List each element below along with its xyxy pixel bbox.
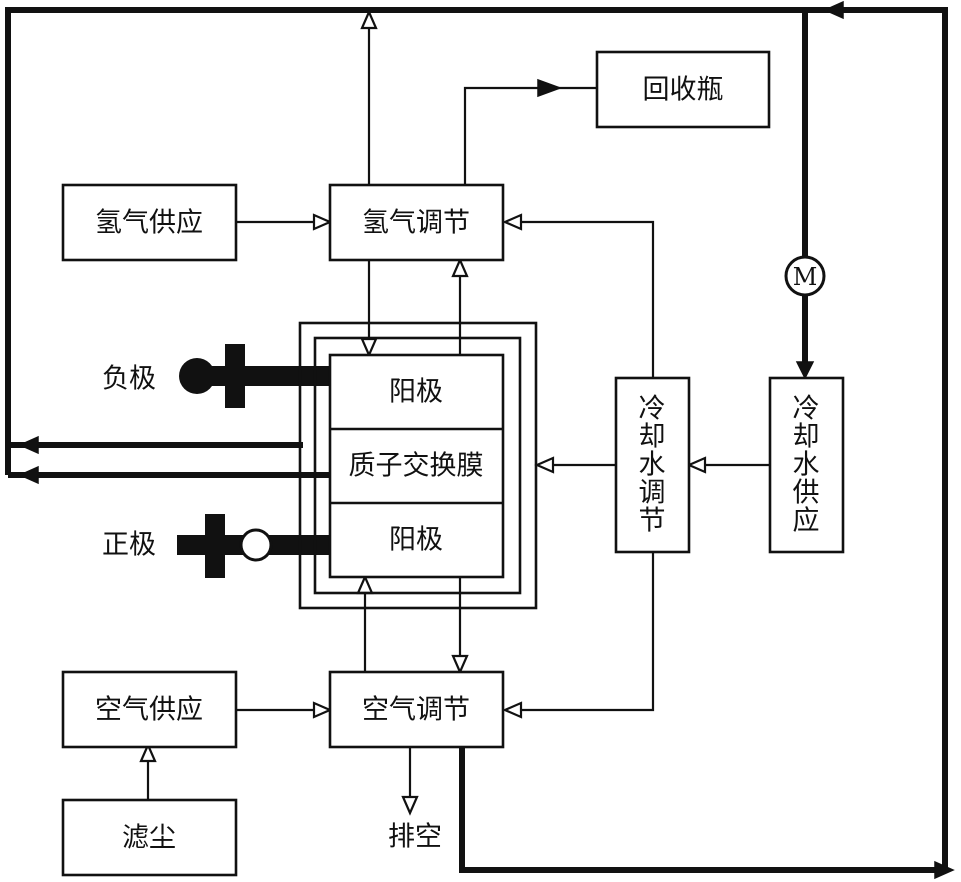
negative-pole-label: 负极: [102, 364, 156, 395]
stack-inner-frame: [313, 336, 522, 595]
cooling-regulation-char-5: 节: [639, 506, 666, 537]
stack-to-h2-arrow: [451, 257, 469, 278]
anode-bottom-label: 阳极: [389, 525, 443, 556]
cooling-to-h2-line: [520, 220, 655, 378]
filter-arrow: [139, 742, 157, 763]
hydrogen-supply-box: 氢气供应: [61, 183, 238, 262]
h2-to-stack-arrow: [360, 337, 378, 358]
recovery-bottle-label: 回收瓶: [643, 75, 724, 106]
cooling-regulation-char-2: 却: [639, 422, 666, 453]
cooling-regulation-char-4: 调: [639, 478, 666, 509]
pem-label: 质子交换膜: [349, 451, 484, 482]
arrow-right-bottom: [934, 860, 955, 880]
pump-circle: [784, 255, 826, 297]
positive-pole-label: 正极: [102, 530, 156, 561]
positive-terminal: [177, 514, 333, 578]
h2-supply-arrow: [312, 213, 333, 231]
cooling-to-air-arrow: [502, 701, 523, 719]
cooling-supply-char-4: 供: [793, 478, 820, 509]
cooling-to-air-line: [520, 552, 655, 712]
arrow-left-top: [823, 0, 844, 20]
exhaust-label: 排空: [388, 822, 442, 853]
air-regulation-label: 空气调节: [362, 695, 470, 726]
cell-stack-body: [328, 353, 505, 579]
recovery-line: [463, 86, 540, 185]
air-supply-arrow: [312, 701, 333, 719]
cooling-supply-char-1: 冷: [793, 394, 820, 425]
h2-vent-arrow: [360, 9, 378, 30]
recovery-bottle-box: 回收瓶: [595, 50, 771, 129]
hydrogen-regulation-label: 氢气调节: [362, 208, 470, 239]
stack-to-air-arrow: [451, 654, 469, 675]
recovery-arrow: [537, 78, 563, 98]
dust-filter-box: 滤尘: [61, 798, 238, 877]
hydrogen-supply-label: 氢气供应: [95, 208, 203, 239]
negative-terminal: [179, 344, 333, 408]
air-to-stack-arrow: [356, 574, 374, 595]
air-supply-label: 空气供应: [95, 695, 203, 726]
cooling-supply-char-5: 应: [793, 506, 820, 537]
cooling-to-stack-arrow: [534, 456, 555, 474]
cooling-supply-box: 冷 却 水 供 应: [768, 376, 845, 554]
exhaust-arrow: [401, 795, 419, 816]
positive-terminal-ring: [239, 528, 273, 562]
arrow-down-to-cooling-supply: [795, 361, 815, 380]
stack-outer-frame: [298, 321, 538, 610]
air-regulation-box: 空气调节: [328, 670, 505, 749]
supply-to-cooling-arrow: [686, 456, 707, 474]
right-loop-line: [805, 7, 948, 870]
air-supply-box: 空气供应: [61, 670, 238, 749]
cell-stack: 阳极 质子交换膜 阳极: [328, 353, 505, 579]
cooling-supply-char-2: 却: [793, 422, 820, 453]
cooling-to-h2-arrow: [502, 213, 523, 231]
pump-label: M: [793, 263, 818, 291]
cooling-supply-char-3: 水: [793, 450, 820, 481]
negative-terminal-bar: [197, 366, 333, 386]
cooling-regulation-char-3: 水: [639, 450, 666, 481]
bottom-loop-line: [459, 748, 945, 873]
water-loop: [5, 0, 955, 880]
connectors: [139, 9, 770, 816]
pump-motor: M: [784, 255, 826, 297]
arrow-left-outlet-1: [18, 435, 39, 455]
hydrogen-regulation-box: 氢气调节: [328, 183, 505, 262]
top-return-line: [5, 7, 805, 475]
cooling-regulation-box: 冷 却 水 调 节: [614, 376, 691, 554]
dust-filter-label: 滤尘: [122, 823, 176, 854]
anode-top-label: 阳极: [389, 377, 443, 408]
positive-terminal-plate: [205, 514, 225, 578]
cooling-regulation-char-1: 冷: [639, 394, 666, 425]
arrow-left-outlet-2: [18, 465, 39, 485]
